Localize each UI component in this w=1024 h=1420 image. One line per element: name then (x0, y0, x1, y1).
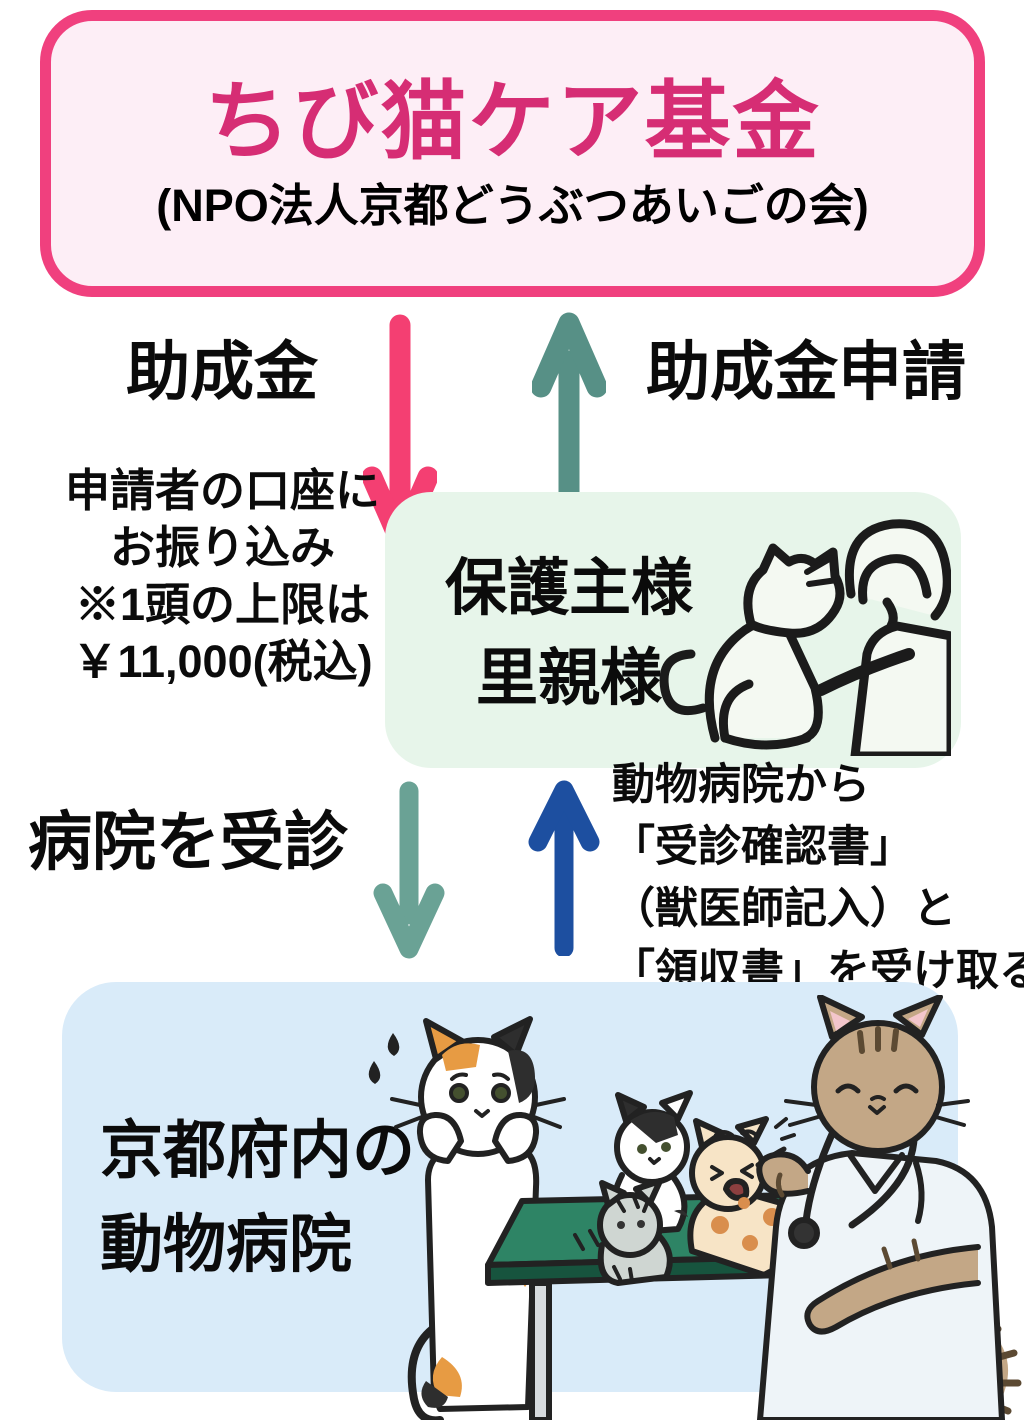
hospital-label-line-2: 動物病院 (100, 1210, 352, 1280)
grant-application-label: 助成金申請 (646, 336, 966, 408)
payment-note-line: ※1頭の上限は (74, 579, 371, 630)
vet-cat (756, 994, 1022, 1420)
guardian-label-line-1: 保護主様 (444, 554, 693, 623)
fund-subtitle: (NPO法人京都どうぶつあいごの会) (156, 180, 869, 231)
hospital-label-line-1: 京都府内の (100, 1116, 415, 1186)
documents-note-line: 「受診確認書」 (612, 823, 913, 871)
calico-cat (368, 1016, 566, 1420)
guardian-box: 保護主様 里親様 (385, 492, 961, 768)
person-petting-cat-illustration (651, 502, 956, 761)
gray-kitten (597, 1178, 673, 1286)
fund-title: ちび猫ケア基金 (204, 74, 821, 170)
hospital-label: 京都府内の 動物病院 (100, 1104, 415, 1292)
payment-note-line: 申請者の口座に (64, 465, 380, 516)
blue-up-arrow-icon (527, 778, 601, 956)
visit-label: 病院を受診 (28, 806, 348, 878)
documents-note-line: （獣医師記入）と (612, 885, 956, 933)
guardian-label: 保護主様 里親様 (403, 544, 735, 724)
documents-note-line: 動物病院から (612, 761, 870, 809)
grant-label: 助成金 (126, 336, 318, 408)
guardian-label-line-2: 里親様 (475, 644, 662, 713)
fund-box: ちび猫ケア基金 (NPO法人京都どうぶつあいごの会) (40, 10, 985, 297)
payment-note: 申請者の口座に お振り込み ※1頭の上限は ￥11,000(税込) (20, 462, 425, 690)
payment-note-line: ￥11,000(税込) (72, 636, 373, 687)
teal-down-arrow-icon (372, 781, 446, 959)
payment-note-line: お振り込み (109, 522, 335, 573)
vet-cat-examining-kittens-illustration (330, 994, 1024, 1420)
documents-note: 動物病院から 「受診確認書」 （獣医師記入）と 「領収書」を受け取る (612, 754, 1024, 1002)
